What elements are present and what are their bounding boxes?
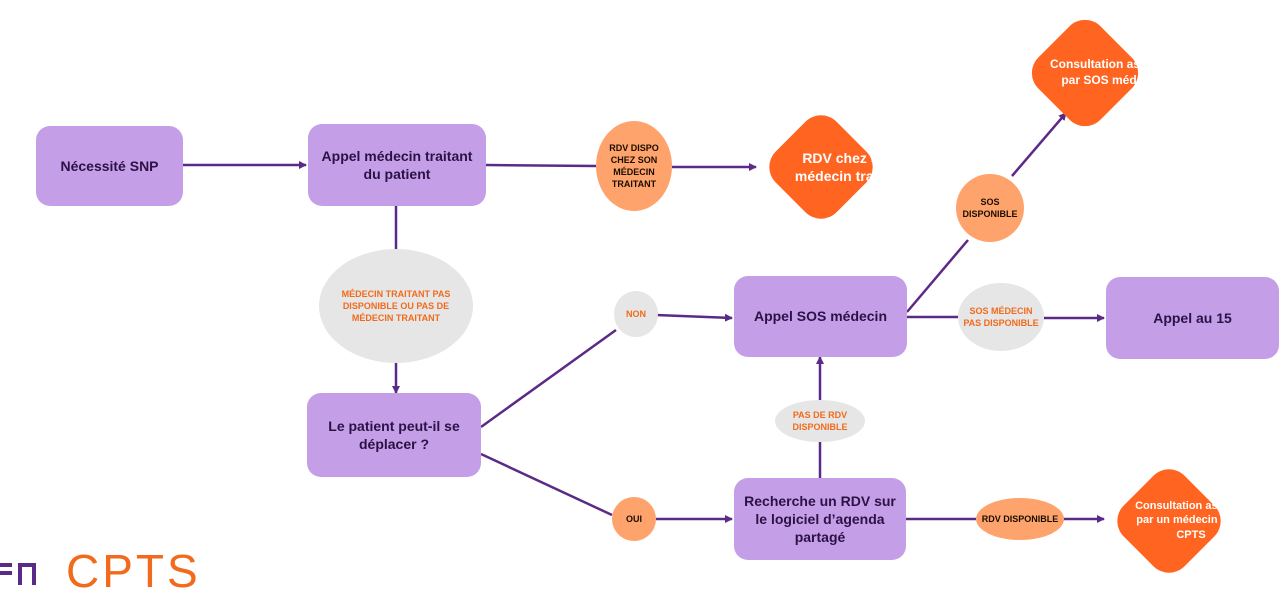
line-patient-to-oui bbox=[480, 452, 613, 517]
decision-medecin-pas-disponible: MÉDECIN TRAITANT PAS DISPONIBLE OU PAS D… bbox=[319, 249, 473, 363]
decision-sos-medecin-pas-disponible: SOS MÉDECIN PAS DISPONIBLE bbox=[958, 283, 1044, 351]
decision-oui: OUI bbox=[612, 497, 656, 541]
outcome-consultation-cpts: Consultation assurée par un médecin de l… bbox=[1104, 458, 1247, 583]
decision-pas-de-rdv-disponible: PAS DE RDV DISPONIBLE bbox=[775, 400, 865, 442]
decision-rdv-dispo-medecin: RDV DISPO CHEZ SON MÉDECIN TRAITANT bbox=[596, 121, 672, 211]
line-appel-to-rdv-oval bbox=[485, 163, 597, 168]
node-rechercher-rdv: Recherche un RDV sur le logiciel d’agend… bbox=[734, 478, 906, 560]
decision-sos-disponible: SOS DISPONIBLE bbox=[956, 174, 1024, 242]
line-sos-to-sos-dispo bbox=[906, 239, 969, 313]
arrow-sos-dispo-to-consult bbox=[1011, 112, 1067, 177]
cpts-logo-mark bbox=[0, 563, 36, 585]
cpts-logo-text: CPTS bbox=[66, 545, 201, 597]
node-appel-au-15: Appel au 15 bbox=[1106, 277, 1279, 359]
arrow-non-to-sos bbox=[655, 313, 733, 322]
flow-connectors bbox=[183, 112, 1105, 523]
node-appel-sos-medecin: Appel SOS médecin bbox=[734, 276, 907, 357]
decision-rdv-disponible: RDV DISPONIBLE bbox=[976, 498, 1064, 540]
node-necessite-snp: Nécessité SNP bbox=[36, 126, 183, 206]
decision-non: NON bbox=[614, 291, 658, 337]
outcome-consultation-sos: Consultation assurée par SOS médecin bbox=[1020, 8, 1172, 138]
outcome-rdv-chez-medecin: RDV chez son médecin traitant bbox=[756, 106, 903, 228]
node-patient-deplacer: Le patient peut-il se déplacer ? bbox=[307, 393, 481, 477]
node-appel-medecin-traitant: Appel médecin traitant du patient bbox=[308, 124, 486, 206]
line-patient-to-non bbox=[480, 328, 617, 429]
